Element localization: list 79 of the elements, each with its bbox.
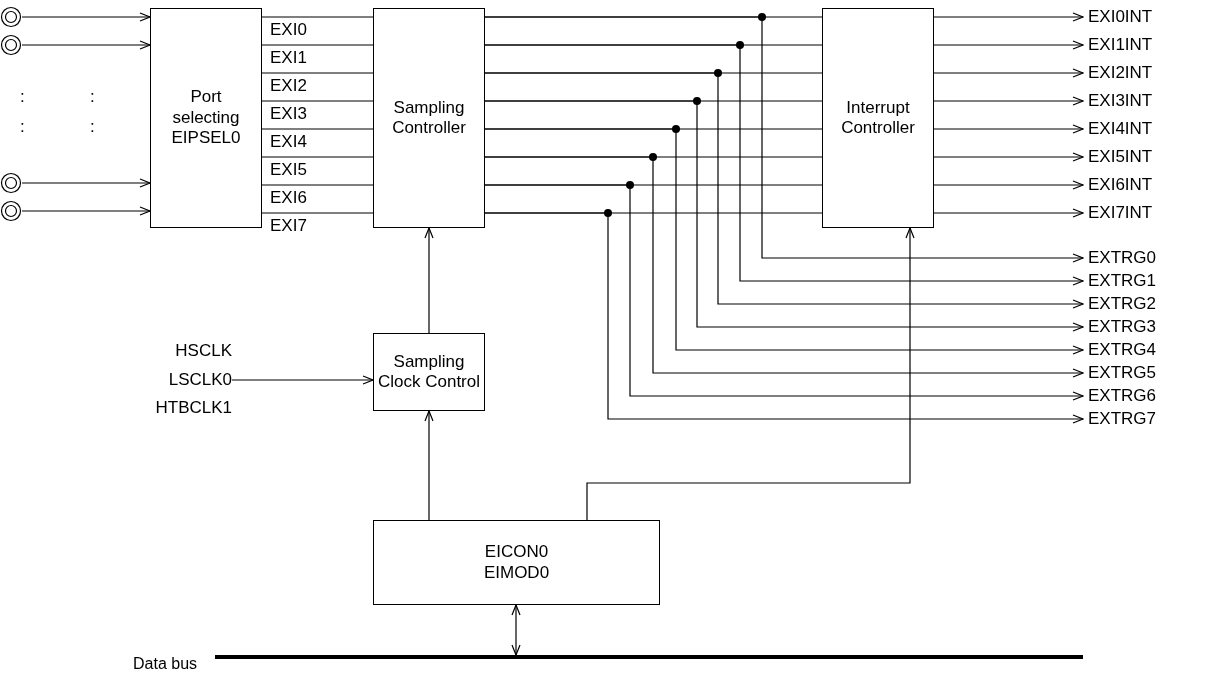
signal-label: EXI5 [270,161,307,178]
block-box [373,333,485,411]
signal-label: EXI2 [270,77,307,94]
clock-source-label: HTBCLK1 [155,399,232,418]
signal-line [261,212,374,214]
output-signal-label: EXI6INT [1083,175,1193,195]
block-box [150,8,262,228]
arrow [21,178,151,188]
arrow [484,128,1084,355]
arrow [21,206,151,216]
arrow [21,40,151,50]
signal-line [261,72,374,74]
signal-line [261,100,374,102]
block-label: Sampling Clock Control [376,351,481,393]
output-signal-label: EXI7INT [1083,203,1193,223]
output-signal-label: EXTRG3 [1083,317,1193,337]
signal-line [261,156,374,158]
output-signal-label: EXTRG0 [1083,248,1193,268]
signal-label: EXI6 [270,189,307,206]
output-signal-label: EXI1INT [1083,35,1193,55]
block-box [373,8,485,228]
arrow [933,124,1084,134]
arrow [21,12,151,22]
arrow [933,152,1084,162]
arrow [586,227,915,521]
arrow [484,44,1084,286]
arrow [484,184,1084,401]
output-signal-label: EXTRG1 [1083,271,1193,291]
output-signal-label: EXTRG2 [1083,294,1193,314]
arrow [933,96,1084,106]
output-signal-label: EXI4INT [1083,119,1193,139]
port-pin-icon [0,172,22,194]
block-box [373,520,660,605]
output-signal-label: EXTRG5 [1083,363,1193,383]
block-box [822,8,934,228]
arrow [484,16,1084,263]
signal-label: EXI1 [270,49,307,66]
arrow [484,212,1084,424]
output-signal-label: EXTRG6 [1083,386,1193,406]
block-label: Interrupt Controller [840,97,916,139]
output-signal-label: EXTRG7 [1083,409,1193,429]
signal-label: EXI3 [270,105,307,122]
signal-label: EXI0 [270,21,307,38]
arrow [933,68,1084,78]
ellipsis-mark: : [20,118,25,135]
ellipsis-mark: : [90,118,95,135]
arrow [933,208,1084,218]
arrow [231,375,374,385]
port-pin-icon [0,6,22,28]
signal-line [261,44,374,46]
output-signal-label: EXTRG4 [1083,340,1193,360]
arrow [933,12,1084,22]
signal-label: EXI4 [270,133,307,150]
output-signal-label: EXI0INT [1083,7,1193,27]
bus-label: Data bus [133,656,198,672]
arrow [933,40,1084,50]
output-signal-label: EXI2INT [1083,63,1193,83]
ellipsis-mark: : [90,88,95,105]
arrow [424,410,434,521]
signal-line [261,16,374,18]
signal-label: EXI7 [270,217,307,234]
block-label: Sampling Controller [391,97,467,139]
signal-line [261,128,374,130]
block-label: Port selecting EIPSEL0 [170,87,242,149]
port-pin-icon [0,34,22,56]
arrow [511,604,521,656]
arrow [484,156,1084,378]
port-pin-icon [0,200,22,222]
clock-source-label: LSCLK0 [168,370,232,390]
output-signal-label: EXI5INT [1083,147,1193,167]
ellipsis-mark: : [20,88,25,105]
signal-line [261,184,374,186]
block-label: EICON0 EIMOD0 [482,542,551,583]
arrow [424,227,434,334]
arrow [484,72,1084,309]
output-signal-label: EXI3INT [1083,91,1193,111]
arrow [933,180,1084,190]
arrow [484,100,1084,332]
clock-source-label: HSCLK [175,342,232,361]
